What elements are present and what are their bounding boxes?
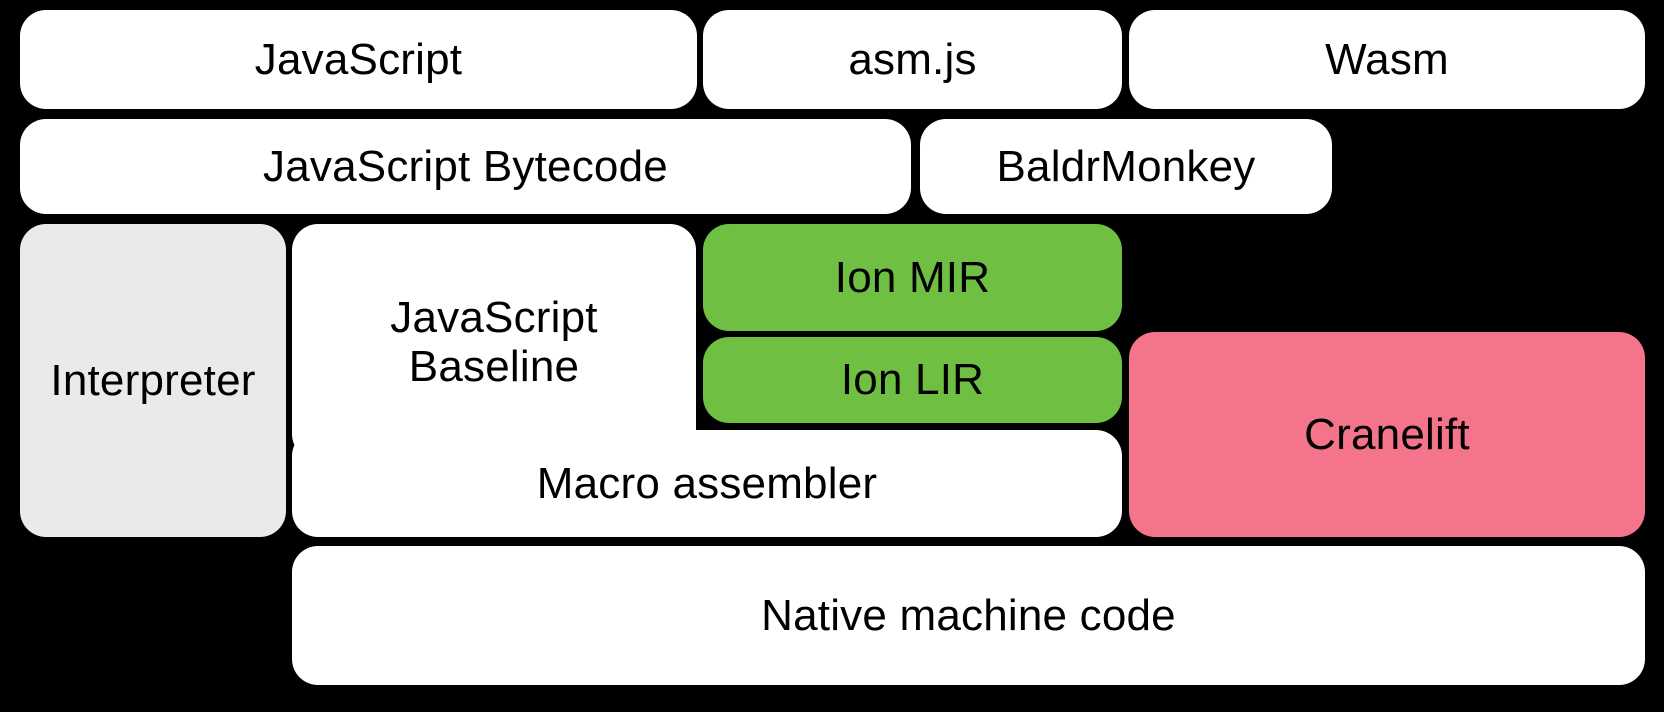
node-macro-assembler: Macro assembler (292, 430, 1122, 537)
node-ion-mir: Ion MIR (703, 224, 1122, 331)
node-interpreter: Interpreter (20, 224, 286, 537)
node-cranelift: Cranelift (1129, 332, 1645, 537)
node-asm-js: asm.js (703, 10, 1122, 109)
node-javascript: JavaScript (20, 10, 697, 109)
node-javascript-baseline: JavaScript Baseline (292, 224, 696, 460)
node-ion-lir: Ion LIR (703, 337, 1122, 423)
node-wasm: Wasm (1129, 10, 1645, 109)
node-baldrmonkey: BaldrMonkey (920, 119, 1332, 214)
node-native-machine-code: Native machine code (292, 546, 1645, 685)
node-javascript-bytecode: JavaScript Bytecode (20, 119, 911, 214)
